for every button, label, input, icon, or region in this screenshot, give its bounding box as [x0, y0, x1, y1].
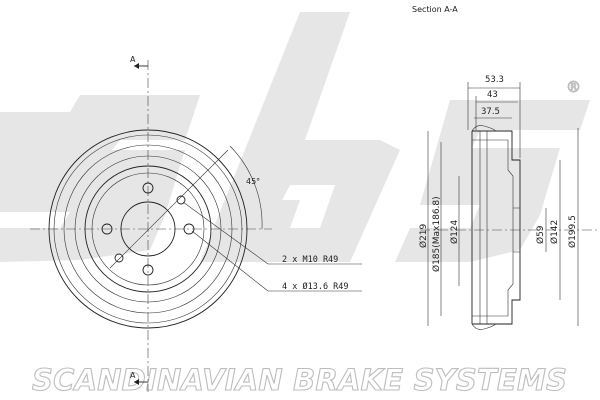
hub-flange-circle [84, 165, 212, 293]
brand-name: SCANDINAVIAN BRAKE SYSTEMS [32, 363, 567, 397]
dim-d219: Ø219 [418, 223, 429, 248]
hub-inner-circle [91, 172, 205, 286]
dim-d185: Ø185(Max186.8) [431, 196, 442, 272]
section-mark-top: A [130, 55, 136, 64]
bolt-hole-top [142, 182, 154, 194]
sbs-watermark-logo [0, 12, 590, 262]
dim-d59: Ø59 [535, 225, 546, 244]
bolt-hole-bottom [142, 264, 154, 276]
section-title: Section A-A [412, 5, 458, 14]
callout-leader-1 [182, 201, 269, 265]
drum-inner-outline [472, 139, 514, 317]
threaded-hole-lower-left [114, 253, 124, 263]
callout-bolt-holes: 4 x Ø13.6 R49 [282, 281, 349, 292]
threaded-hole-upper-right [176, 195, 186, 205]
dim-43: 43 [487, 90, 498, 100]
callout-threaded-holes: 2 x M10 R49 [282, 255, 338, 265]
drum-rim-flare [471, 125, 497, 330]
dim-d124: Ø124 [449, 219, 460, 244]
dim-d142: Ø142 [549, 220, 560, 244]
angle-arc [229, 145, 263, 230]
diagonal-centerline [109, 149, 229, 269]
dim-37-5: 37.5 [481, 107, 500, 117]
front-view: A A 45° 2 x M10 R49 4 x Ø13.6 R49 [30, 55, 362, 392]
center-bore-circle [120, 201, 176, 257]
braking-surface-circle [63, 144, 233, 314]
angle-label: 45° [246, 177, 260, 186]
dim-53-3: 53.3 [485, 75, 504, 85]
callout-leader-2 [191, 230, 269, 292]
drum-outer-circle [48, 129, 248, 329]
section-view: Section A-A 53.3 43 37.5 Ø219 Ø185(Max18… [412, 5, 598, 330]
drum-outline [472, 130, 521, 325]
center-bore-lines [513, 207, 520, 253]
drum-rim-circle [53, 134, 243, 324]
bolt-hole-left [101, 223, 113, 235]
dim-d199-5: Ø199.5 [567, 215, 578, 248]
inner-step-circle [74, 155, 222, 303]
drum-wall-lines [479, 131, 488, 324]
section-mark-bottom: A [130, 371, 136, 380]
registered-mark: ® [566, 78, 581, 96]
bolt-hole-right [183, 223, 195, 235]
